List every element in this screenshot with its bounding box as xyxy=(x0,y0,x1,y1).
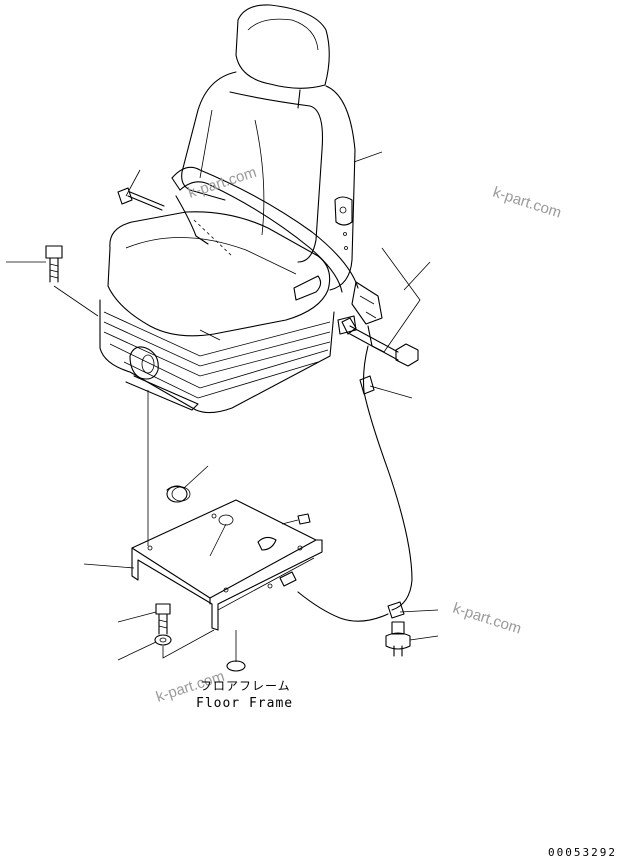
seat-belt-cable xyxy=(297,345,413,622)
watermark: k-part.com xyxy=(186,164,259,202)
seat-suspension xyxy=(99,299,357,414)
floor-frame-label-jp: フロアフレーム xyxy=(200,679,291,693)
seat-backrest xyxy=(181,4,356,291)
floor-bracket xyxy=(131,499,323,631)
bolt-seat-top xyxy=(117,187,165,211)
bolt-lower-left xyxy=(155,603,171,635)
floor-frame-label-en: Floor Frame xyxy=(196,696,293,711)
watermark: k-part.com xyxy=(451,600,524,638)
bolt-seat-left xyxy=(45,245,63,283)
seat-belt xyxy=(171,166,385,353)
document-number: 00053292 xyxy=(548,846,617,859)
watermark: k-part.com xyxy=(491,184,564,222)
bolt-lower-right xyxy=(385,621,411,657)
seat-cushion xyxy=(107,211,331,341)
washer-lower-left xyxy=(154,634,172,646)
leader-lines xyxy=(6,151,439,661)
assembly-lines xyxy=(53,247,421,662)
washer-floor xyxy=(226,660,246,672)
bolt-buckle xyxy=(341,317,419,367)
grommet xyxy=(166,485,191,503)
